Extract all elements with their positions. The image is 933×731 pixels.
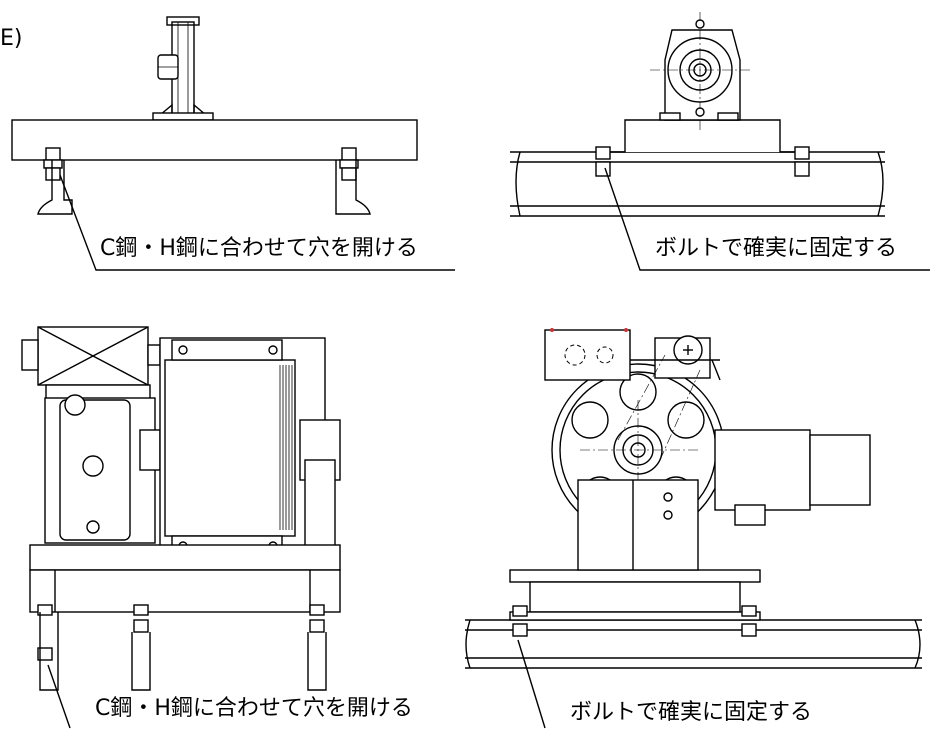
top-right-view: [510, 12, 930, 271]
bottom-left-view: [21, 326, 341, 729]
label-top-left: C鋼・H鋼に合わせて穴を開ける: [100, 236, 418, 261]
label-bottom-right: ボルトで確実に固定する: [570, 700, 813, 725]
corner-text: E): [0, 26, 23, 51]
label-top-right: ボルトで確実に固定する: [655, 236, 898, 261]
label-bottom-left: C鋼・H鋼に合わせて穴を開ける: [95, 696, 413, 721]
bottom-right-view: [465, 328, 922, 729]
top-left-view: [11, 16, 455, 271]
